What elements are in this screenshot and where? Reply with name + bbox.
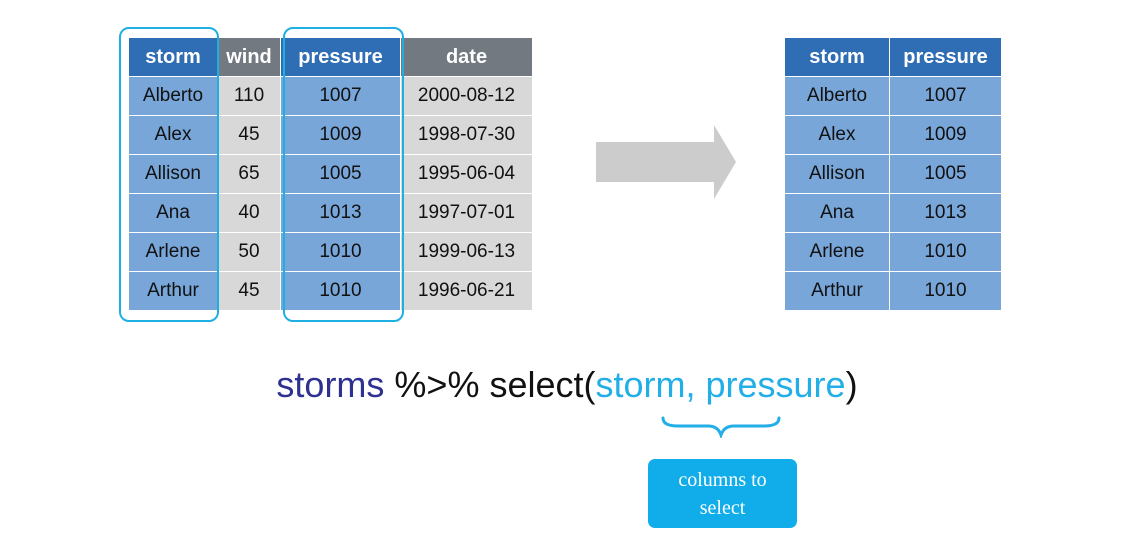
table-row: Arthur 45 1010 1996-06-21 bbox=[129, 271, 533, 311]
cell-pressure: 1013 bbox=[889, 193, 1002, 233]
cell-date: 2000-08-12 bbox=[400, 76, 533, 116]
table-row: Alex 1009 bbox=[785, 115, 1002, 155]
header-storm: storm bbox=[785, 38, 890, 77]
code-operator: %>% select( bbox=[384, 364, 596, 405]
cell-pressure: 1005 bbox=[280, 154, 401, 194]
table-row: Alberto 1007 bbox=[785, 76, 1002, 116]
header-date: date bbox=[400, 38, 533, 77]
right-arrow-icon bbox=[596, 125, 736, 199]
table-row: Allison 65 1005 1995-06-04 bbox=[129, 154, 533, 194]
header-row: storm wind pressure date bbox=[129, 38, 533, 77]
cell-wind: 45 bbox=[217, 271, 281, 311]
code-close-paren: ) bbox=[845, 364, 858, 405]
cell-date: 1997-07-01 bbox=[400, 193, 533, 233]
header-pressure: pressure bbox=[280, 38, 401, 77]
cell-pressure: 1010 bbox=[280, 271, 401, 311]
source-table: storm wind pressure date Alberto 110 100… bbox=[129, 38, 533, 311]
cell-pressure: 1010 bbox=[280, 232, 401, 272]
cell-pressure: 1007 bbox=[280, 76, 401, 116]
cell-storm: Alberto bbox=[129, 76, 218, 116]
cell-pressure: 1013 bbox=[280, 193, 401, 233]
cell-pressure: 1009 bbox=[280, 115, 401, 155]
table-row: Allison 1005 bbox=[785, 154, 1002, 194]
header-wind: wind bbox=[217, 38, 281, 77]
cell-storm: Alex bbox=[785, 115, 890, 155]
cell-storm: Arlene bbox=[785, 232, 890, 272]
cell-wind: 110 bbox=[217, 76, 281, 116]
cell-storm: Alberto bbox=[785, 76, 890, 116]
callout-line-2: select bbox=[699, 496, 746, 519]
cell-date: 1999-06-13 bbox=[400, 232, 533, 272]
header-storm: storm bbox=[129, 38, 218, 77]
cell-storm: Ana bbox=[129, 193, 218, 233]
table-row: Arlene 50 1010 1999-06-13 bbox=[129, 232, 533, 272]
cell-date: 1996-06-21 bbox=[400, 271, 533, 311]
cell-storm: Alex bbox=[129, 115, 218, 155]
header-row: storm pressure bbox=[785, 38, 1002, 77]
cell-storm: Arlene bbox=[129, 232, 218, 272]
table-row: Arthur 1010 bbox=[785, 271, 1002, 311]
table-row: Ana 1013 bbox=[785, 193, 1002, 233]
code-expression: storms %>% select(storm, pressure) bbox=[0, 364, 1134, 406]
cell-date: 1998-07-30 bbox=[400, 115, 533, 155]
code-arguments: storm, pressure bbox=[595, 364, 846, 405]
table-row: Ana 40 1013 1997-07-01 bbox=[129, 193, 533, 233]
curly-brace-icon bbox=[661, 416, 781, 438]
code-data-name: storms bbox=[276, 364, 385, 405]
table-row: Alberto 110 1007 2000-08-12 bbox=[129, 76, 533, 116]
pressure-column-highlight bbox=[283, 27, 404, 322]
cell-pressure: 1007 bbox=[889, 76, 1002, 116]
cell-pressure: 1010 bbox=[889, 232, 1002, 272]
storm-column-highlight bbox=[119, 27, 219, 322]
callout-line-1: columns to bbox=[678, 468, 767, 491]
cell-storm: Arthur bbox=[129, 271, 218, 311]
cell-wind: 65 bbox=[217, 154, 281, 194]
cell-wind: 50 bbox=[217, 232, 281, 272]
cell-date: 1995-06-04 bbox=[400, 154, 533, 194]
cell-storm: Ana bbox=[785, 193, 890, 233]
cell-wind: 45 bbox=[217, 115, 281, 155]
cell-pressure: 1005 bbox=[889, 154, 1002, 194]
table-row: Alex 45 1009 1998-07-30 bbox=[129, 115, 533, 155]
cell-pressure: 1010 bbox=[889, 271, 1002, 311]
header-pressure: pressure bbox=[889, 38, 1002, 77]
result-table: storm pressure Alberto 1007 Alex 1009 Al… bbox=[785, 38, 1002, 311]
cell-pressure: 1009 bbox=[889, 115, 1002, 155]
table-row: Arlene 1010 bbox=[785, 232, 1002, 272]
cell-wind: 40 bbox=[217, 193, 281, 233]
cell-storm: Arthur bbox=[785, 271, 890, 311]
cell-storm: Allison bbox=[785, 154, 890, 194]
callout-box: columns to select bbox=[648, 459, 797, 528]
